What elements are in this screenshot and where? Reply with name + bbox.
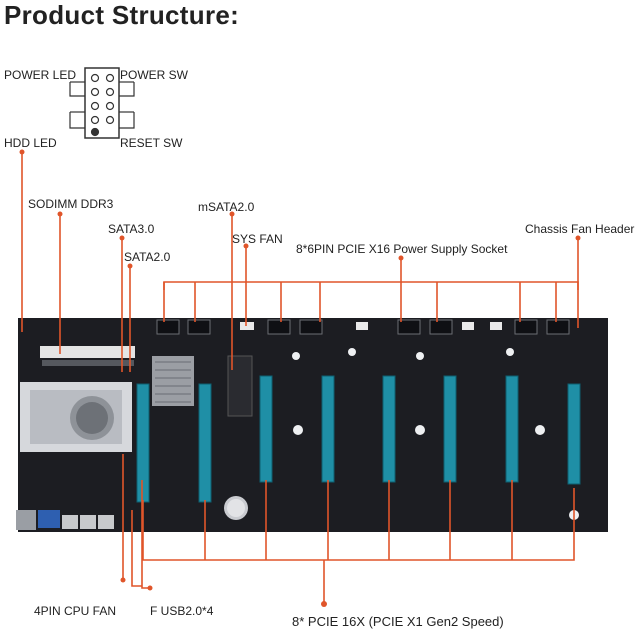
leader-lines xyxy=(21,152,579,604)
usb-label: F USB2.0*4 xyxy=(150,604,214,618)
front-panel-header xyxy=(69,67,135,139)
power-sw-label: POWER SW xyxy=(120,68,188,82)
page-title: Product Structure: xyxy=(4,0,240,30)
power-led-label: POWER LED xyxy=(4,68,77,82)
chassis-fan-label: Chassis Fan Header xyxy=(525,222,635,236)
sata3-label: SATA3.0 xyxy=(108,222,155,236)
pcie-slots-label: 8* PCIE 16X (PCIE X1 Gen2 Speed) xyxy=(292,614,504,629)
reset-sw-label: RESET SW xyxy=(120,136,183,150)
leader-dots xyxy=(19,149,581,607)
sata2-label: SATA2.0 xyxy=(124,250,171,264)
cpu-fan-label: 4PIN CPU FAN xyxy=(34,604,117,618)
hdd-led-label: HDD LED xyxy=(4,136,57,150)
pcie-power-label: 8*6PIN PCIE X16 Power Supply Socket xyxy=(296,242,508,256)
sys-fan-label: SYS FAN xyxy=(232,232,283,246)
motherboard xyxy=(16,318,608,532)
msata-label: mSATA2.0 xyxy=(198,200,255,214)
sodimm-label: SODIMM DDR3 xyxy=(28,197,114,211)
